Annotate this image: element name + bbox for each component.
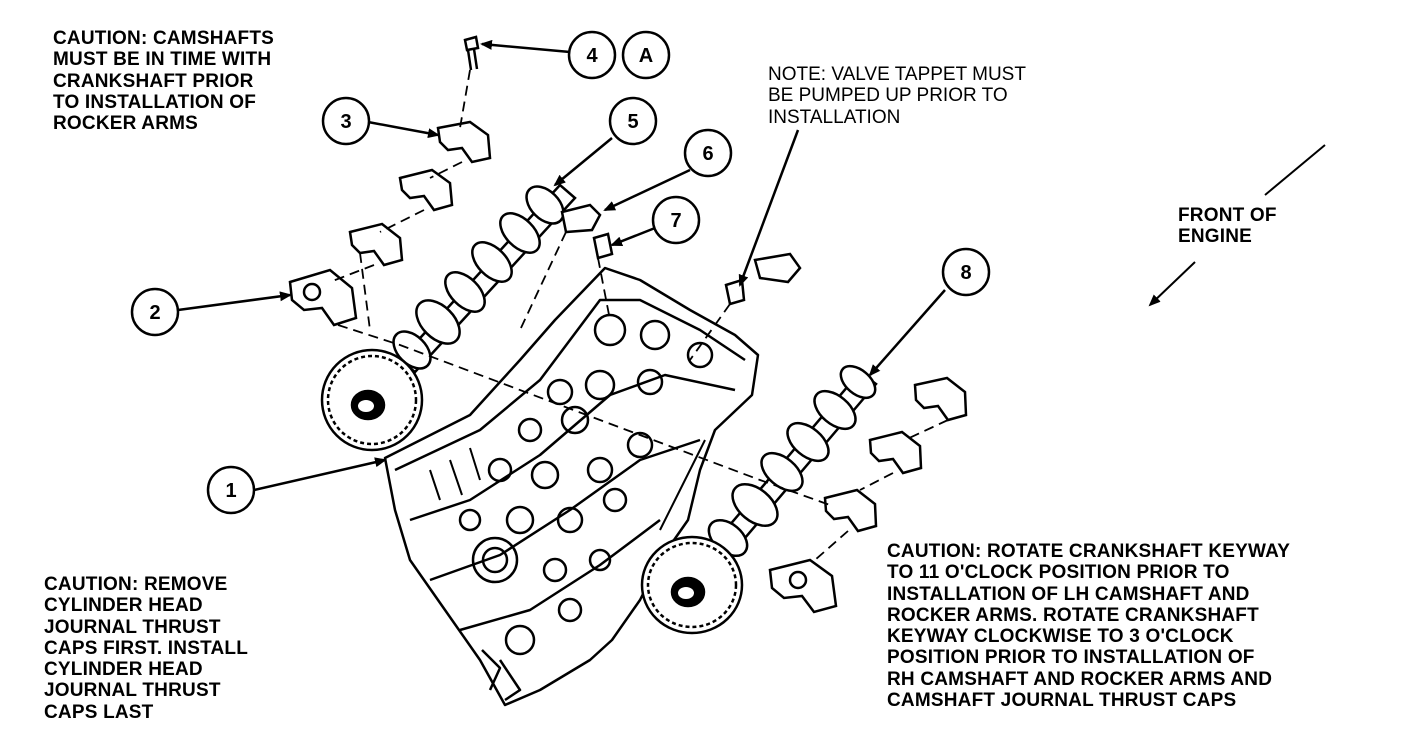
right-camshaft (698, 364, 878, 574)
callout-circle-7 (651, 195, 701, 245)
right-camshaft-sprocket (640, 535, 744, 635)
caution-journal-thrust-caps: CAUTION: REMOVE CYLINDER HEAD JOURNAL TH… (44, 574, 249, 723)
callout-circle-1 (206, 465, 256, 515)
callout-label-3: 3 (340, 111, 351, 133)
callout-circle-6 (683, 128, 733, 178)
left-camshaft-sprocket (320, 348, 424, 452)
rocker-arm-parts (560, 203, 802, 306)
callout-circle-a (621, 30, 671, 80)
cap-bolt (463, 35, 480, 71)
callout-label-8: 8 (960, 262, 971, 284)
front-of-engine-arrow (1148, 144, 1326, 307)
callout-circles (130, 30, 991, 515)
journal-caps-left (288, 120, 492, 327)
journal-caps-right (768, 376, 968, 614)
callout-circle-4 (567, 30, 617, 80)
alignment-lines (329, 69, 949, 561)
callout-label-5: 5 (627, 111, 638, 133)
callout-labels: 1 2 3 4 A 5 6 7 8 (149, 45, 971, 502)
callout-circle-3 (321, 96, 371, 146)
callout-label-6: 6 (702, 143, 713, 165)
leader-lines (177, 39, 946, 492)
callout-label-7: 7 (670, 210, 681, 232)
callout-label-4: 4 (586, 45, 598, 67)
callout-label-a: A (639, 45, 653, 67)
callout-label-2: 2 (149, 302, 160, 324)
caution-camshaft-timing: CAUTION: CAMSHAFTS MUST BE IN TIME WITH … (53, 28, 275, 135)
caution-crankshaft-keyway: CAUTION: ROTATE CRANKSHAFT KEYWAY TO 11 … (887, 541, 1291, 711)
cylinder-head (383, 266, 760, 707)
left-camshaft (392, 183, 577, 374)
callout-circle-2 (130, 287, 180, 337)
front-of-engine-label: FRONT OF ENGINE (1178, 205, 1277, 248)
callout-label-1: 1 (225, 480, 236, 502)
callout-circle-8 (941, 247, 991, 297)
note-valve-tappet: NOTE: VALVE TAPPET MUST BE PUMPED UP PRI… (768, 64, 1026, 128)
callout-circle-5 (608, 96, 658, 146)
